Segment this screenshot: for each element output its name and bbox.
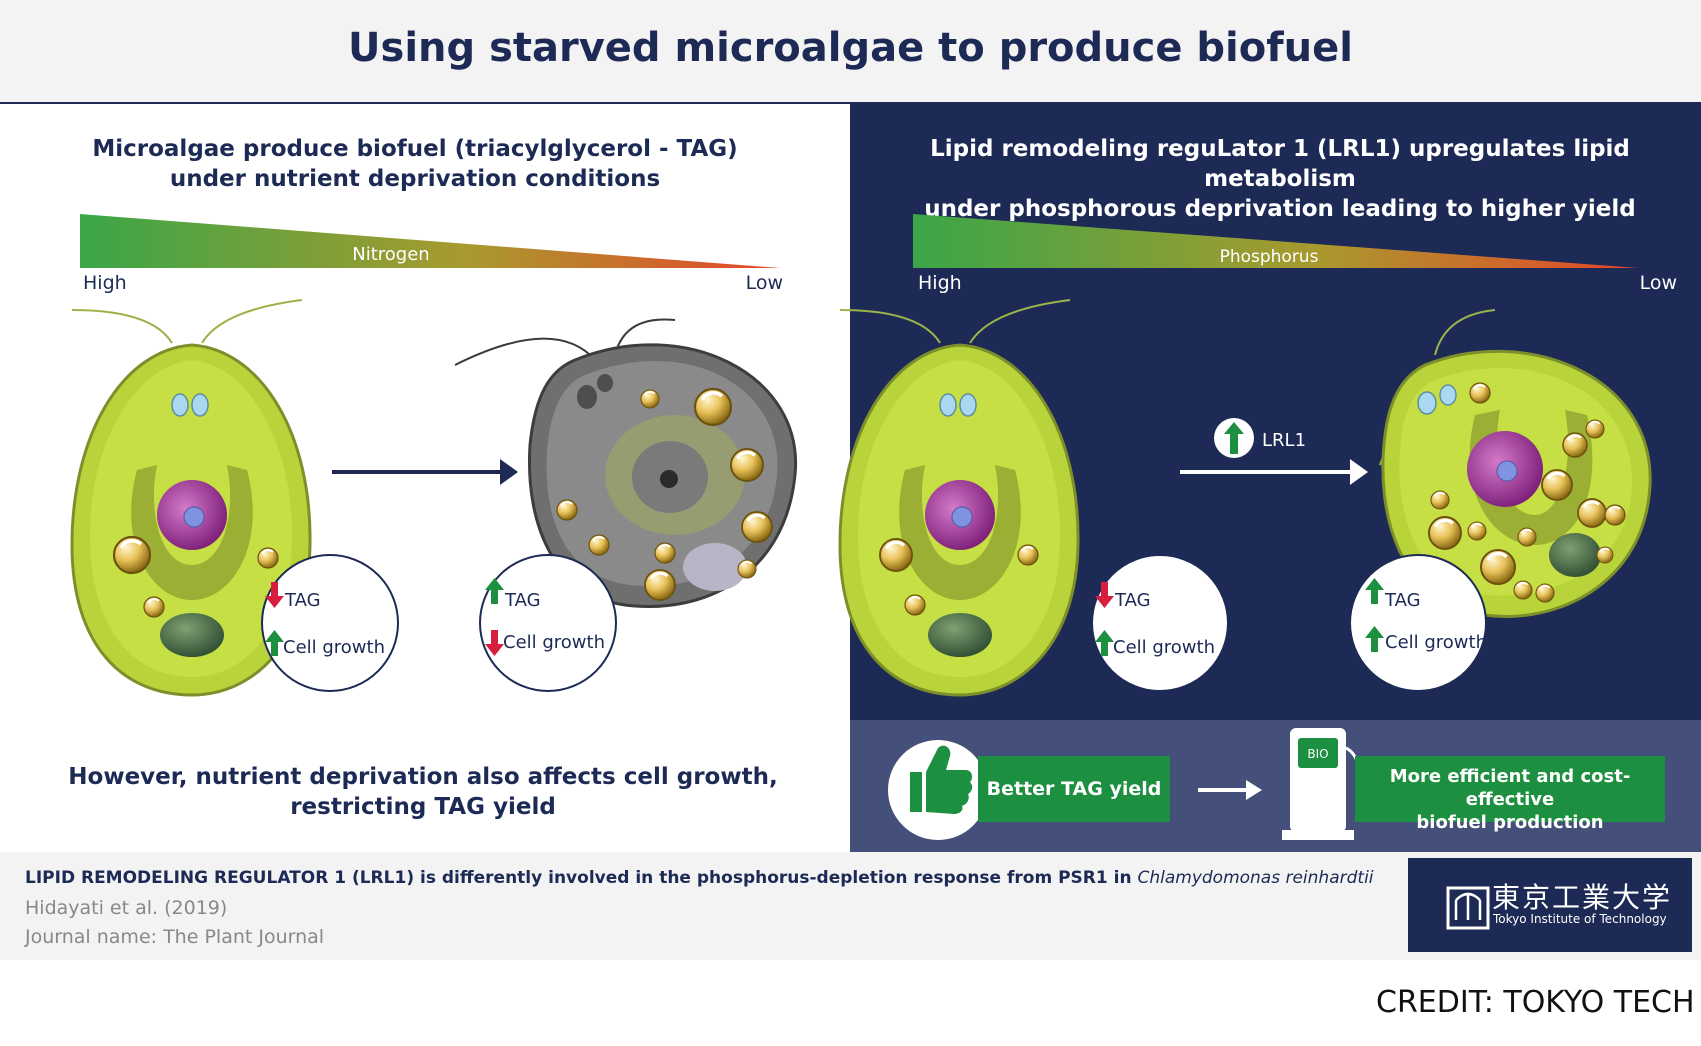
credit-line: CREDIT: TOKYO TECH bbox=[1376, 985, 1695, 1020]
tag-label: TAG bbox=[1384, 590, 1421, 611]
left-heading-line2: under nutrient deprivation conditions bbox=[169, 166, 661, 192]
cell-growth-label: Cell growth bbox=[283, 637, 385, 658]
left-heading: Microalgae produce biofuel (triacylglyce… bbox=[60, 134, 770, 194]
down-arrow-icon bbox=[1095, 582, 1114, 608]
pump-bio-label: BIO bbox=[1307, 747, 1328, 761]
low-label-left: Low bbox=[746, 272, 783, 294]
healthy-cell-right bbox=[838, 298, 1080, 697]
up-arrow-icon bbox=[265, 630, 284, 656]
tokyo-tech-logo bbox=[1408, 858, 1692, 952]
better-tag-yield-box: Better TAG yield bbox=[978, 756, 1170, 822]
high-label-right: High bbox=[918, 272, 962, 294]
thumbs-up-icon bbox=[888, 740, 988, 840]
indicator-circle-right-2 bbox=[1349, 554, 1487, 692]
species-name: Chlamydomonas reinhardtii bbox=[1137, 868, 1374, 888]
nitrogen-gradient bbox=[80, 214, 780, 268]
low-label-right: Low bbox=[1640, 272, 1677, 294]
indicator-circle-left-1 bbox=[261, 554, 399, 692]
down-arrow-icon bbox=[485, 630, 504, 656]
indicator-circle-left-2 bbox=[479, 554, 617, 692]
up-arrow-icon bbox=[1365, 578, 1384, 604]
left-footer-line1: However, nutrient deprivation also affec… bbox=[68, 764, 778, 790]
paper-authors: Hidayati et al. (2019) bbox=[25, 897, 228, 919]
nitrogen-label: Nitrogen bbox=[352, 244, 429, 265]
lrl1-arrow bbox=[1180, 418, 1368, 485]
logo-english-name: Tokyo Institute of Technology bbox=[1493, 912, 1667, 926]
indicator-circle-right-1 bbox=[1091, 554, 1229, 692]
tag-label: TAG bbox=[284, 590, 321, 611]
tag-label: TAG bbox=[1114, 590, 1151, 611]
high-label-left: High bbox=[83, 272, 127, 294]
paper-journal: Journal name: The Plant Journal bbox=[25, 926, 325, 948]
cell-growth-label: Cell growth bbox=[503, 632, 605, 653]
tag-label: TAG bbox=[504, 590, 541, 611]
left-footer: However, nutrient deprivation also affec… bbox=[60, 762, 786, 822]
logo-emblem-icon bbox=[1446, 886, 1490, 930]
efficient-line2: biofuel production bbox=[1416, 812, 1604, 833]
efficient-line1: More efficient and cost-effective bbox=[1389, 766, 1631, 810]
page-title: Using starved microalgae to produce biof… bbox=[348, 25, 1353, 71]
fuel-pump-icon bbox=[1282, 728, 1365, 840]
paper-title-text: LIPID REMODELING REGULATOR 1 (LRL1) is d… bbox=[25, 868, 1132, 888]
up-arrow-icon bbox=[485, 578, 504, 604]
title-bar bbox=[0, 0, 1701, 104]
down-arrow-icon bbox=[265, 582, 284, 608]
arrow-right-result bbox=[1198, 780, 1262, 800]
up-arrow-icon bbox=[1095, 630, 1114, 656]
lipid-rich-cell-right bbox=[1379, 309, 1652, 618]
up-arrow-icon bbox=[1365, 626, 1384, 652]
right-heading: Lipid remodeling reguLator 1 (LRL1) upre… bbox=[890, 134, 1670, 224]
right-heading-line2: under phosphorous deprivation leading to… bbox=[924, 196, 1636, 222]
logo-japanese-name: 東京工業大学 bbox=[1492, 881, 1673, 914]
cell-growth-label: Cell growth bbox=[1385, 632, 1487, 653]
phosphorus-gradient bbox=[913, 214, 1638, 268]
left-footer-line2: restricting TAG yield bbox=[290, 794, 556, 820]
left-heading-line1: Microalgae produce biofuel (triacylglyce… bbox=[92, 136, 738, 162]
lrl1-label: LRL1 bbox=[1262, 430, 1306, 451]
starved-cell-left bbox=[454, 318, 798, 608]
paper-title: LIPID REMODELING REGULATOR 1 (LRL1) is d… bbox=[25, 868, 1374, 888]
efficient-production-box: More efficient and cost-effective biofue… bbox=[1355, 756, 1665, 833]
phosphorus-label: Phosphorus bbox=[1220, 247, 1319, 267]
cell-growth-label: Cell growth bbox=[1113, 637, 1215, 658]
arrow-right-left bbox=[332, 459, 518, 485]
right-heading-line1: Lipid remodeling reguLator 1 (LRL1) upre… bbox=[930, 136, 1630, 192]
